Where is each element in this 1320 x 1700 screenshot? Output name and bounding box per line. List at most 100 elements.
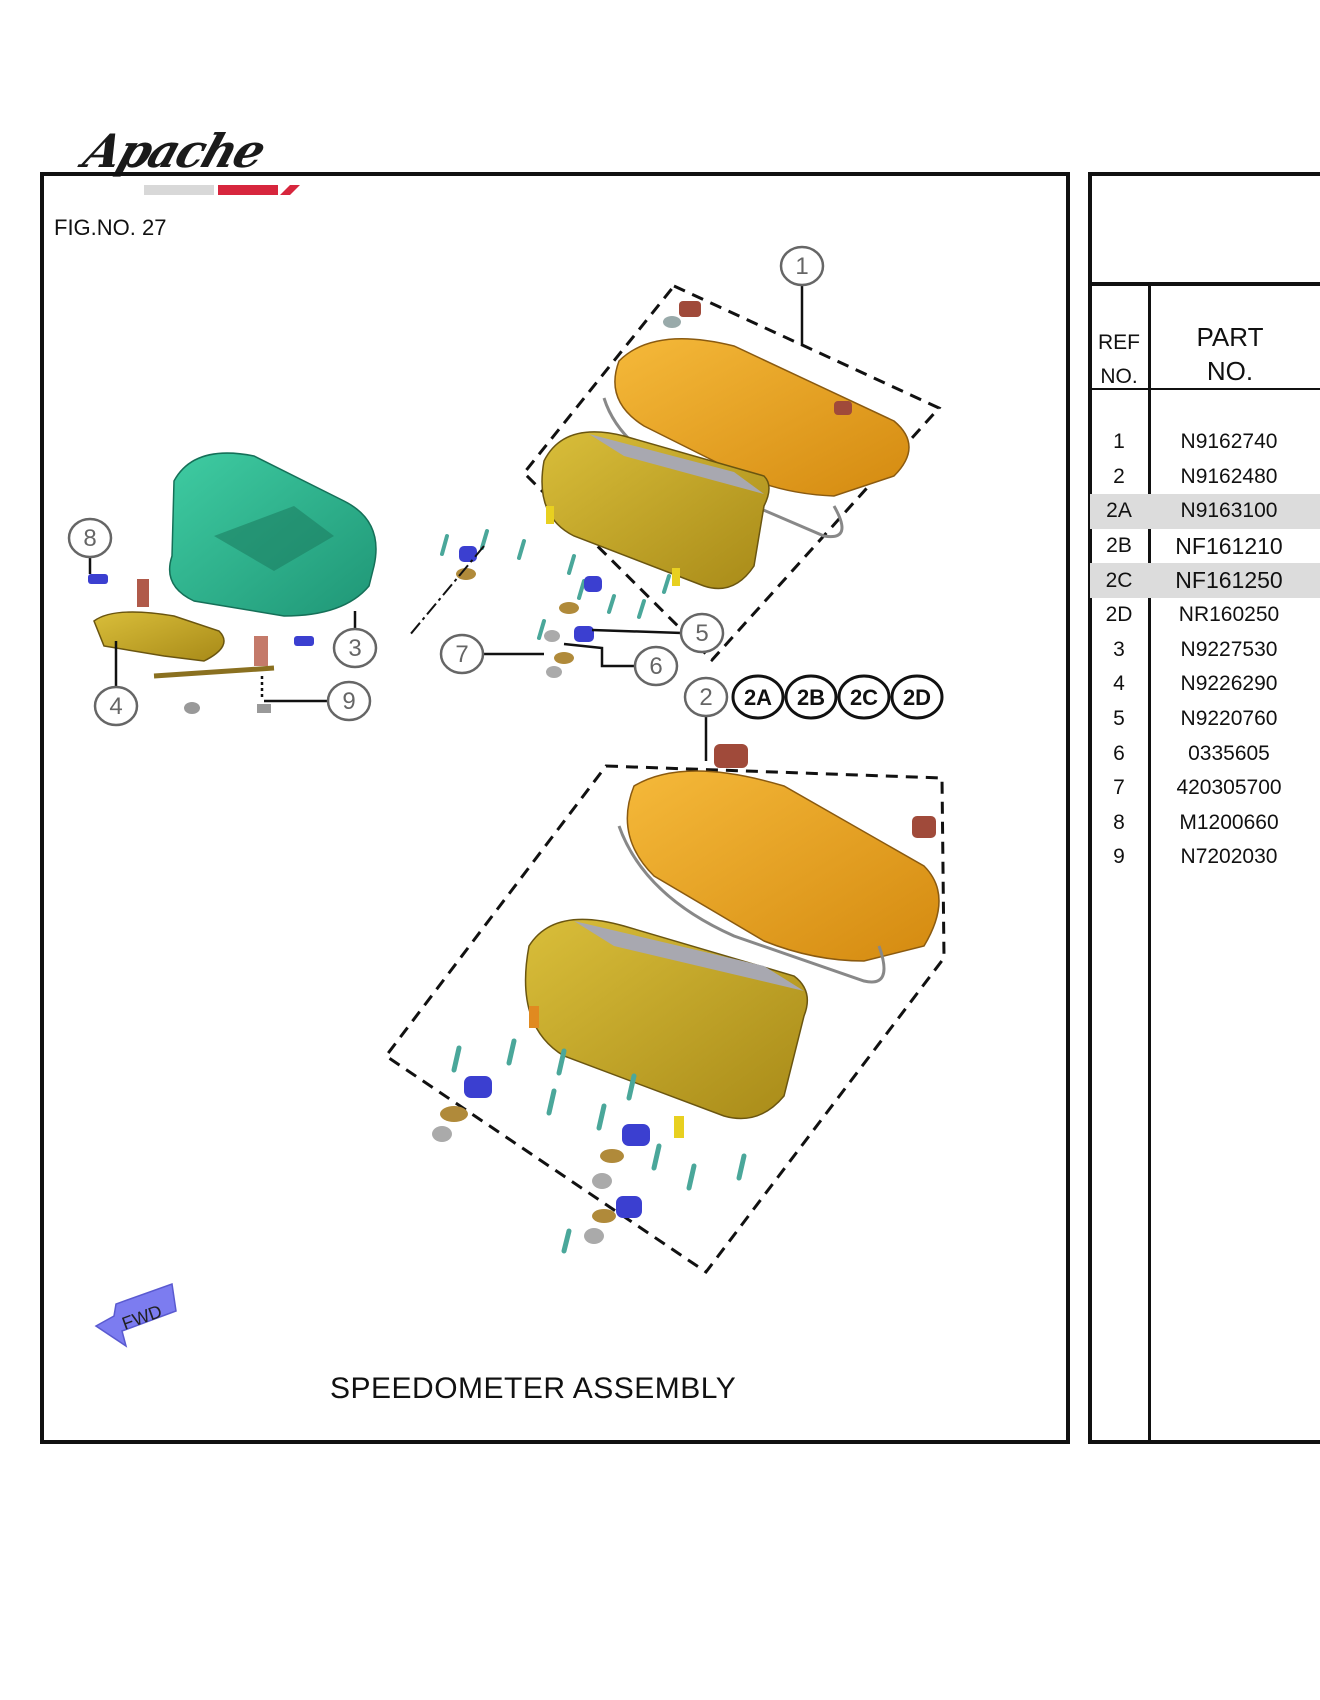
- svg-text:8: 8: [83, 525, 96, 552]
- header-part-no: PART NO.: [1152, 320, 1308, 388]
- lower-housing-orange: [626, 770, 940, 962]
- callout-2: 2: [683, 676, 729, 718]
- table-header-bottom-rule: [1088, 388, 1320, 390]
- callout-2D: 2D: [890, 674, 944, 720]
- lower-clip: [714, 744, 748, 768]
- callout-2A: 2A: [731, 674, 785, 720]
- lower-stud: [529, 1006, 539, 1028]
- bolt-8: [88, 574, 108, 584]
- fwd-arrow: FWD: [94, 1282, 177, 1348]
- ref-no: 1: [1113, 430, 1125, 454]
- ref-no: 3: [1113, 637, 1125, 661]
- callout-8: 8: [67, 517, 113, 559]
- lower-nut-3: [584, 1228, 604, 1244]
- svg-text:2B: 2B: [797, 685, 825, 710]
- header-part-line1: PART: [1196, 322, 1264, 352]
- figure-title: SPEEDOMETER ASSEMBLY: [330, 1372, 737, 1405]
- svg-text:1: 1: [795, 253, 808, 280]
- screw-9: [254, 636, 268, 666]
- upper-clip-2: [834, 401, 852, 415]
- upper-nut: [663, 316, 681, 328]
- brand-logo: Apache: [77, 124, 330, 202]
- ref-no: 5: [1113, 707, 1125, 731]
- parts-table-frame: [1088, 172, 1320, 1444]
- ref-no: 2A: [1106, 499, 1132, 523]
- lower-washer-2: [600, 1149, 624, 1163]
- callout-7: 7: [439, 633, 485, 675]
- part-no: N9227530: [1180, 637, 1278, 661]
- part-no: NF161210: [1175, 532, 1283, 559]
- table-row: 2D NR160250: [1090, 598, 1320, 633]
- part-no: N9162480: [1180, 464, 1278, 488]
- lower-washer: [440, 1106, 468, 1122]
- lower-nut-2: [592, 1173, 612, 1189]
- header-part-line2: NO.: [1206, 356, 1254, 386]
- lower-meter-lcd: [574, 921, 804, 991]
- lower-gasket: [617, 825, 886, 984]
- table-row: 2C NF161250: [1090, 563, 1320, 598]
- table-row: 3 N9227530: [1090, 633, 1320, 668]
- part-no: N7202030: [1180, 845, 1278, 869]
- lower-rubber-2: [622, 1124, 650, 1146]
- lower-stud-2: [674, 1116, 684, 1138]
- lower-washer-3: [592, 1209, 616, 1223]
- svg-text:6: 6: [649, 653, 662, 680]
- lower-meter-group: [383, 744, 946, 1275]
- lower-rubber: [464, 1076, 492, 1098]
- left-cover-group: [88, 452, 377, 714]
- svg-text:4: 4: [109, 693, 122, 720]
- washer: [456, 568, 476, 580]
- ref-no: 7: [1113, 776, 1125, 800]
- lower-rubber-3: [616, 1196, 642, 1218]
- upper-meter-group: [408, 284, 942, 678]
- svg-text:2A: 2A: [744, 685, 772, 710]
- ref-no: 9: [1113, 845, 1125, 869]
- ref-no: 2: [1113, 464, 1125, 488]
- callout-5: 5: [679, 612, 725, 654]
- callout-balloons: 1 8 3 4 9 5 6 7 2 2A 2B 2C 2D: [67, 245, 944, 727]
- part-no: NF161250: [1175, 567, 1283, 594]
- washer-6: [554, 652, 574, 664]
- table-row: 7 420305700: [1090, 771, 1320, 806]
- upper-clip: [679, 301, 701, 317]
- bolt-8b: [294, 636, 314, 646]
- upper-stud-2: [672, 568, 680, 586]
- svg-text:9: 9: [342, 688, 355, 715]
- ref-no: 4: [1113, 672, 1125, 696]
- callout-3: 3: [332, 627, 378, 669]
- table-row: 2 N9162480: [1090, 460, 1320, 495]
- part-no: NR160250: [1178, 603, 1280, 627]
- table-row: 9 N7202030: [1090, 840, 1320, 875]
- ref-no: 2D: [1105, 603, 1133, 627]
- exploded-view-drawing: 1 8 3 4 9 5 6 7 2 2A 2B 2C 2D FWD: [67, 245, 946, 1348]
- upper-meter-lcd: [589, 434, 764, 494]
- washer-2: [559, 602, 579, 614]
- part-no: M1200660: [1179, 810, 1279, 834]
- ref-no: 2C: [1105, 568, 1133, 592]
- callout-2C: 2C: [837, 674, 891, 720]
- svg-text:2D: 2D: [903, 685, 931, 710]
- svg-text:7: 7: [455, 641, 468, 668]
- part-no: N9226290: [1180, 672, 1278, 696]
- ref-no: 2B: [1106, 534, 1132, 558]
- ref-no: 6: [1113, 741, 1125, 765]
- group-2-dashed-outline: [383, 764, 946, 1275]
- group-1-dashed-outline: [521, 284, 942, 663]
- callout-2B: 2B: [784, 674, 838, 720]
- svg-text:2C: 2C: [850, 685, 878, 710]
- screw: [137, 579, 149, 607]
- svg-text:2: 2: [699, 684, 712, 711]
- upper-housing-orange: [614, 338, 910, 497]
- part-no: N9220760: [1180, 707, 1278, 731]
- figure-number: FIG.NO. 27: [52, 215, 169, 241]
- part-no: 420305700: [1176, 776, 1282, 800]
- header-ref-line2: NO.: [1100, 365, 1138, 388]
- callout-4: 4: [93, 685, 139, 727]
- table-row: 6 0335605: [1090, 736, 1320, 771]
- part-no: 0335605: [1188, 741, 1270, 765]
- table-row: 2B NF161210: [1090, 529, 1320, 564]
- svg-text:3: 3: [348, 635, 361, 662]
- bracket-4: [93, 611, 225, 662]
